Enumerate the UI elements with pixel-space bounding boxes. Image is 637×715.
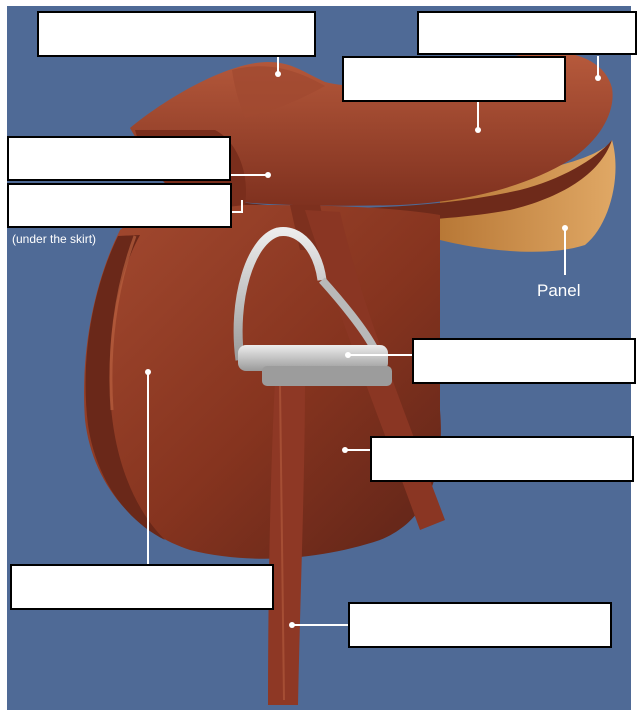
- label-box-stirrup-leather[interactable]: [348, 602, 612, 648]
- label-box-skirt[interactable]: [7, 136, 231, 181]
- label-box-cantle[interactable]: [417, 11, 637, 55]
- label-box-stirrup-iron[interactable]: [412, 338, 636, 384]
- label-box-seat[interactable]: [342, 56, 566, 102]
- stirrup-footplate: [262, 366, 392, 386]
- under-the-skirt-label: (under the skirt): [12, 232, 96, 246]
- label-box-pommel[interactable]: [37, 11, 316, 57]
- panel-label: Panel: [537, 281, 580, 301]
- label-box-stirrup-bar[interactable]: [7, 183, 232, 228]
- label-box-flap[interactable]: [370, 436, 634, 482]
- label-box-knee-roll[interactable]: [10, 564, 274, 610]
